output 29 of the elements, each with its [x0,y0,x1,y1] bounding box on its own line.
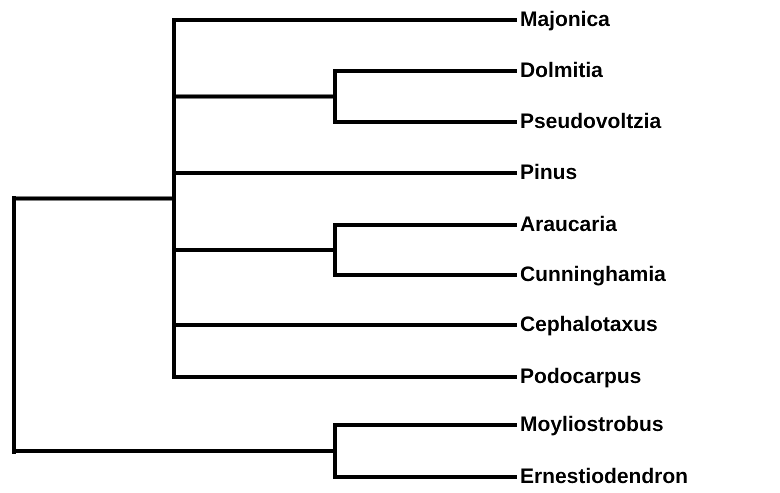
branch-line [337,475,517,479]
branch-line [176,171,517,175]
clade-bar [172,18,176,379]
branch-line [337,223,517,227]
branch-line [16,196,172,200]
branch-line [16,449,333,453]
branch-line [176,323,517,327]
clade-bar [333,69,337,124]
branch-line [176,94,333,98]
taxon-label: Ernestiodendron [520,465,688,489]
branch-line [176,18,517,22]
clade-bar [333,223,337,277]
taxon-label: Pinus [520,161,578,185]
branch-line [337,120,517,124]
clade-bar [12,196,16,454]
taxon-label: Araucaria [520,213,617,237]
clade-bar [333,423,337,479]
taxon-label: Cunninghamia [520,263,666,287]
taxon-label: Majonica [520,8,610,32]
taxon-label: Cephalotaxus [520,313,658,337]
taxon-label: Podocarpus [520,365,642,389]
branch-line [337,69,517,73]
taxon-label: Dolmitia [520,59,603,83]
taxon-label: Pseudovoltzia [520,110,662,134]
branch-line [176,248,333,252]
taxon-label: Moyliostrobus [520,413,664,437]
branch-line [176,375,517,379]
branch-line [337,273,517,277]
branch-line [337,423,517,427]
